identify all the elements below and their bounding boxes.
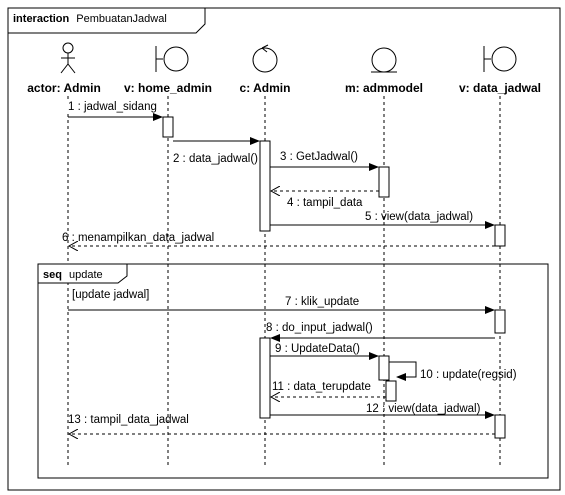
activation-bar bbox=[259, 337, 271, 419]
message-4-label: 4 : tampil_data bbox=[287, 197, 363, 209]
message-4: 4 : tampil_data bbox=[271, 191, 379, 209]
activation-bar bbox=[494, 309, 506, 334]
message-5-label: 5 : view(data_jadwal) bbox=[365, 211, 473, 223]
message-11-label: 11 : data_terupdate bbox=[272, 381, 371, 393]
message-3: 3 : GetJadwal() bbox=[270, 151, 379, 171]
activation-bar bbox=[494, 224, 506, 247]
activation-bar bbox=[378, 355, 390, 381]
message-9: 9 : UpdateData() bbox=[270, 343, 379, 360]
fragment-name: update bbox=[69, 269, 103, 281]
lifeline-label-actor-admin: actor: Admin bbox=[27, 81, 101, 95]
boundary-icon bbox=[483, 46, 517, 72]
activation-bar bbox=[494, 414, 506, 439]
message-13: 13 : tampil_data_jadwal bbox=[68, 414, 495, 434]
message-2: 2 : data_jadwal() bbox=[173, 137, 260, 165]
message-6-label: 6 : menampilkan_data_jadwal bbox=[62, 232, 214, 244]
frame-keyword: interaction bbox=[13, 13, 70, 25]
activation-bar bbox=[259, 140, 271, 232]
activation-bar bbox=[385, 380, 397, 402]
frame-label-tab: interaction PembuatanJadwal bbox=[7, 7, 206, 34]
message-10: 10 : update(regsid) bbox=[389, 361, 517, 381]
message-10-label: 10 : update(regsid) bbox=[420, 369, 517, 381]
seq-fragment bbox=[37, 263, 549, 479]
lifeline-label-home-admin: v: home_admin bbox=[124, 81, 212, 95]
message-5: 5 : view(data_jadwal) bbox=[270, 211, 495, 229]
activations bbox=[162, 116, 506, 439]
message-2-label: 2 : data_jadwal() bbox=[173, 153, 258, 165]
message-3-label: 3 : GetJadwal() bbox=[280, 151, 358, 163]
seq-fragment-tab: seq update bbox=[37, 263, 128, 284]
message-12: 12 : view(data_jadwal) bbox=[270, 403, 495, 419]
boundary-icon bbox=[155, 46, 189, 72]
control-icon bbox=[252, 44, 278, 73]
svg-text:seq update: seq update bbox=[43, 269, 103, 281]
lifeline-label-data-jadwal: v: data_jadwal bbox=[459, 81, 541, 95]
message-7: 7 : klik_update bbox=[68, 296, 495, 314]
message-6: 6 : menampilkan_data_jadwal bbox=[62, 232, 495, 246]
message-12-label: 12 : view(data_jadwal) bbox=[366, 403, 481, 415]
activation-bar bbox=[378, 166, 390, 198]
lifeline-label-admmodel: m: admmodel bbox=[345, 81, 423, 95]
message-13-label: 13 : tampil_data_jadwal bbox=[68, 414, 189, 426]
fragment-guard: [update jadwal] bbox=[72, 289, 149, 301]
activation-bar bbox=[162, 116, 174, 138]
interaction-frame bbox=[7, 7, 561, 491]
entity-icon bbox=[371, 47, 397, 73]
message-1: 1 : jadwal_sidang bbox=[66, 99, 163, 121]
lifeline-label-c-admin: c: Admin bbox=[240, 81, 291, 95]
message-7-label: 7 : klik_update bbox=[285, 296, 359, 308]
message-1-label: 1 : jadwal_sidang bbox=[68, 101, 157, 113]
fragment-keyword: seq bbox=[43, 269, 62, 281]
message-11: 11 : data_terupdate bbox=[271, 381, 386, 397]
message-8: 8 : do_input_jadwal() bbox=[266, 322, 495, 342]
message-9-label: 9 : UpdateData() bbox=[275, 343, 360, 355]
frame-name: PembuatanJadwal bbox=[76, 13, 167, 25]
actor-icon bbox=[60, 42, 76, 74]
frame-title: interaction PembuatanJadwal bbox=[13, 13, 167, 25]
message-8-label: 8 : do_input_jadwal() bbox=[266, 322, 373, 334]
